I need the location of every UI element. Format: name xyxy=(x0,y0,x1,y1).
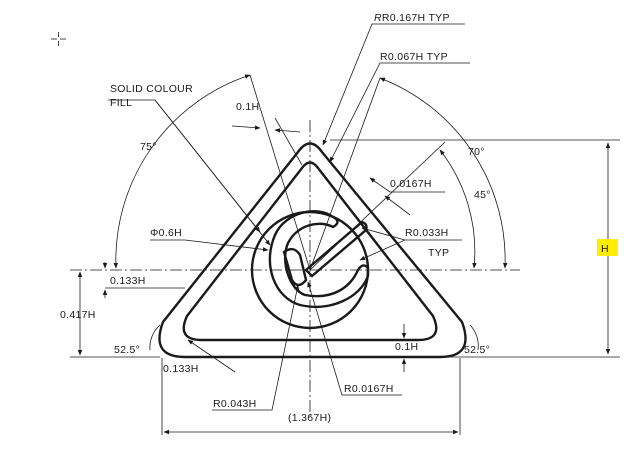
dim-0133h-left-label: 0.133H xyxy=(110,275,146,287)
crosshair-icon xyxy=(51,32,66,46)
dim-00167h-label: 0.0167H xyxy=(390,178,432,190)
dim-01h-top-label: 0.1H xyxy=(236,101,259,113)
angle-70-label: 70° xyxy=(468,146,485,158)
height-label: H xyxy=(601,243,609,255)
angle-arc-75 xyxy=(113,74,251,269)
angle-525-left-label: 52.5° xyxy=(114,344,140,356)
r-00167h-label: R0.0167H xyxy=(344,383,394,395)
r-0167h-typ-label: RR0.167H TYP xyxy=(374,12,450,24)
angle-arc-45 xyxy=(439,149,477,269)
dim-01h-bottom-label: 0.1H xyxy=(395,341,418,353)
typ-label: TYP xyxy=(428,247,449,259)
hook-symbol xyxy=(268,210,370,308)
inner-triangle-outline xyxy=(182,161,438,342)
solid-fill-label-line2: FILL xyxy=(110,97,132,109)
r-0067h-typ-label: R0.067H TYP xyxy=(380,51,448,63)
angle-75-label: 75° xyxy=(140,141,157,153)
height-label-highlight xyxy=(597,239,618,256)
outer-triangle-outline xyxy=(158,142,467,359)
angle-45-label: 45° xyxy=(474,189,491,201)
angle-arc-525-left xyxy=(149,324,161,351)
angle-arc-70 xyxy=(379,77,508,269)
solid-fill-label-line1: SOLID COLOUR xyxy=(110,83,193,95)
dim-0417h-label: 0.417H xyxy=(60,309,96,321)
dia-06h-label: Φ0.6H xyxy=(150,227,182,239)
angle-525-right-label: 52.5° xyxy=(464,344,490,356)
r-0033h-label: R0.033H xyxy=(405,227,449,239)
r-0043h-label: R0.043H xyxy=(213,398,257,410)
dim-0133h-bottom-label: 0.133H xyxy=(163,363,199,375)
overall-width-label: (1.367H) xyxy=(288,412,331,424)
angle-arc-525-right xyxy=(469,324,479,351)
